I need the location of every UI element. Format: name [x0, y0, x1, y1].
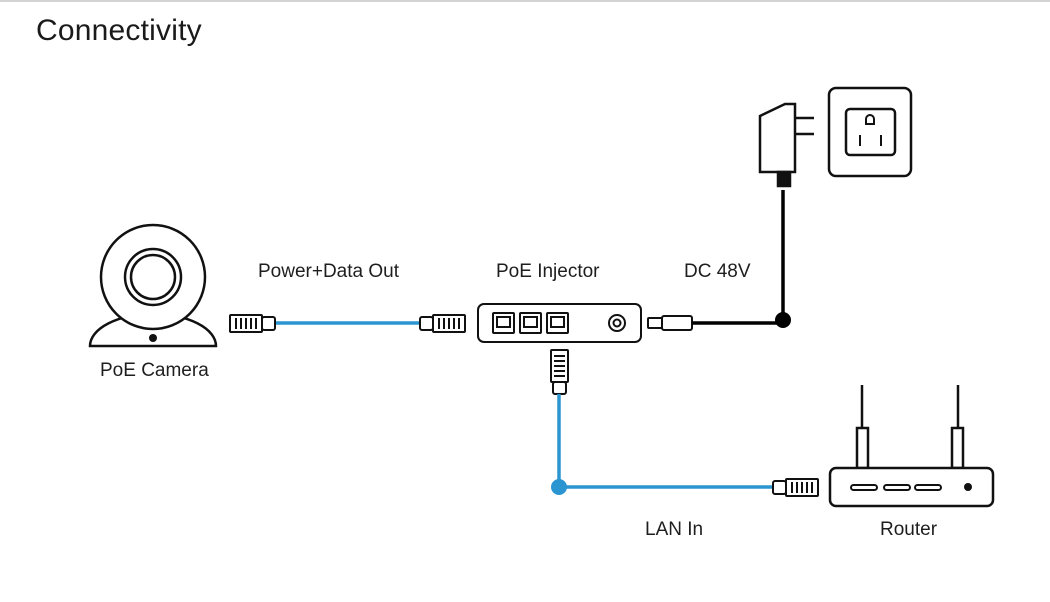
dc-junction-dot	[775, 312, 791, 328]
poe-camera-icon	[88, 223, 218, 348]
lan-junction-dot	[551, 479, 567, 495]
dc-power-cable	[692, 190, 785, 325]
poe-injector-icon	[477, 303, 642, 343]
page-title: Connectivity	[36, 14, 202, 47]
power-adapter-icon	[758, 102, 814, 188]
ethernet-connector-icon	[772, 478, 819, 497]
ethernet-connector-icon	[229, 314, 276, 333]
router-icon	[828, 385, 995, 508]
dc-plug-icon	[647, 315, 693, 331]
router-label: Router	[880, 519, 938, 540]
top-border	[0, 0, 1050, 2]
power-data-out-label: Power+Data Out	[258, 261, 399, 282]
wall-outlet-icon	[827, 86, 913, 178]
injector-label: PoE Injector	[496, 261, 600, 282]
dc-voltage-label: DC 48V	[684, 261, 751, 282]
ethernet-connector-icon	[419, 314, 466, 333]
lan-cable	[557, 394, 775, 489]
camera-label: PoE Camera	[100, 360, 209, 381]
lan-in-label: LAN In	[645, 519, 704, 540]
ethernet-connector-icon	[550, 349, 569, 395]
